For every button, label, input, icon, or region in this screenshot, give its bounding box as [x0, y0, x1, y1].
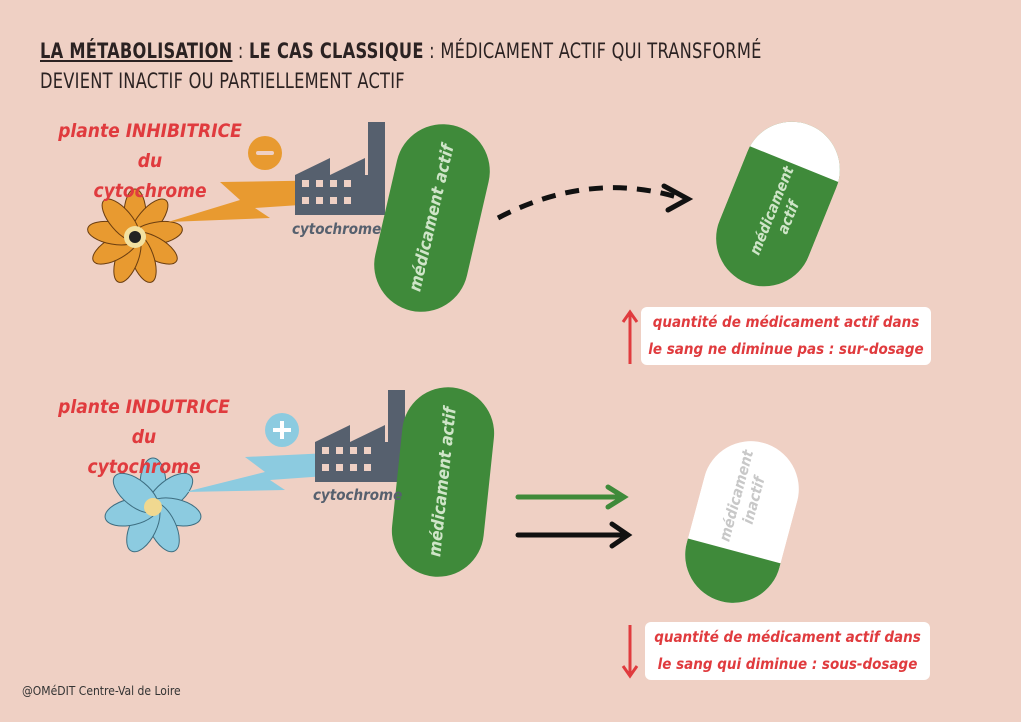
minus-sign-icon [248, 136, 282, 170]
title-subject: LE CAS CLASSIQUE [249, 39, 424, 63]
dashed-arrow-head [661, 183, 694, 213]
footer-credit: @OMéDIT Centre-Val de Loire [22, 684, 181, 698]
arrow-up-icon [621, 309, 639, 364]
factory-icon [315, 390, 405, 482]
overdose-result-box: quantité de médicament actif dans le sang… [641, 307, 931, 365]
result-line: le sang qui diminue : sous-dosage [657, 655, 918, 673]
result-active-pill [701, 107, 855, 301]
induction-lightning-icon [185, 452, 350, 492]
blue-flower-icon [104, 457, 202, 553]
active-drug-pill [374, 124, 490, 312]
plant-label-line: plante INHIBITRICE du [58, 120, 242, 172]
result-line: quantité de médicament actif dans [654, 628, 921, 646]
title-sep: : [232, 39, 250, 63]
green-arrow [515, 484, 629, 510]
dashed-arrow [496, 185, 681, 221]
title-keyword: LA MÉTABOLISATION [40, 39, 233, 63]
result-line: le sang ne diminue pas : sur-dosage [648, 340, 924, 358]
page-title: LA MÉTABOLISATION : LE CAS CLASSIQUE : M… [40, 36, 814, 96]
orange-flower-icon [87, 188, 183, 283]
inhibitor-plant-label: plante INHIBITRICE du cytochrome [50, 116, 250, 206]
plant-label-line: plante INDUTRICE du [58, 396, 230, 448]
result-line: quantité de médicament actif dans [652, 313, 920, 331]
plus-sign-icon [265, 413, 299, 447]
active-drug-pill [391, 387, 495, 577]
cytochrome-label: cytochrome [313, 486, 403, 504]
factory-icon [295, 122, 385, 215]
arrow-down-icon [621, 625, 639, 679]
title-rest: : MÉDICAMENT ACTIF QUI TRANSFORMÉ DEVIEN… [40, 39, 762, 93]
plant-label-line: cytochrome [87, 456, 201, 478]
black-arrow [515, 521, 633, 549]
underdose-result-box: quantité de médicament actif dans le sang… [645, 622, 930, 680]
inducer-plant-label: plante INDUTRICE du cytochrome [44, 392, 244, 482]
plant-label-line: cytochrome [93, 180, 207, 202]
cytochrome-label: cytochrome [292, 220, 382, 238]
